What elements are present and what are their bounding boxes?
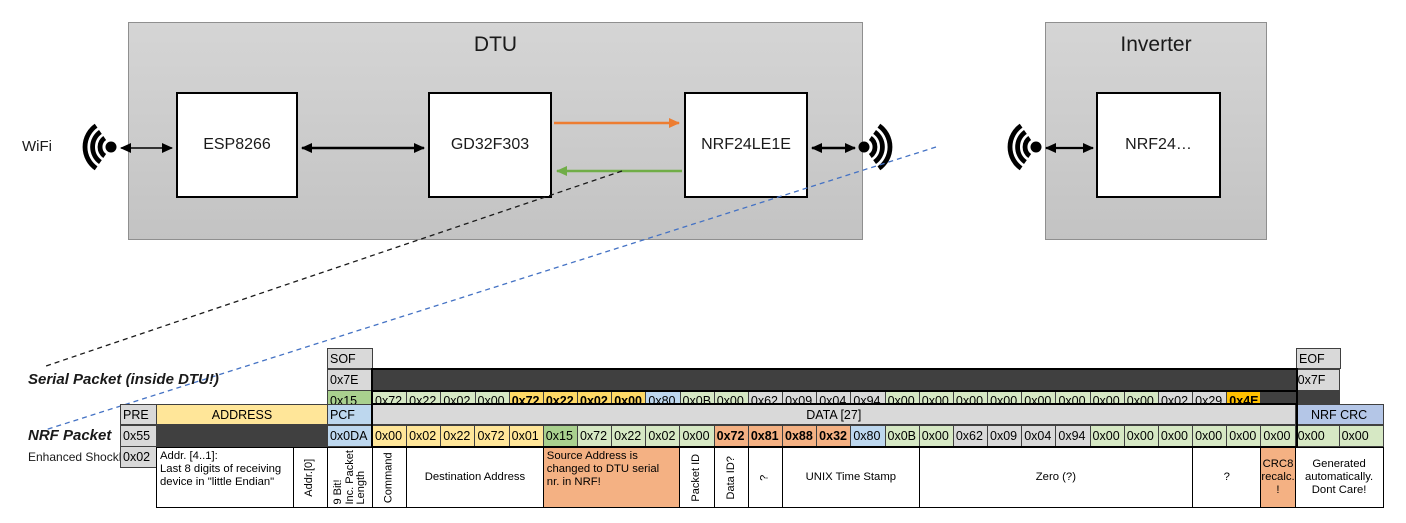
pcf-note-text: 9 Bit! Inc. Packet Length: [331, 450, 367, 505]
serial-eof-header: EOF: [1296, 348, 1341, 369]
destination-address-note: Destination Address: [407, 448, 543, 507]
left-connector-line: [371, 390, 373, 405]
inverter-nrf24-label: NRF24…: [1125, 136, 1192, 153]
inverter-title: Inverter: [1120, 33, 1192, 56]
serial-packet-label: Serial Packet (inside DTU!): [28, 371, 219, 388]
serial-packet-pointer-line: [45, 170, 623, 367]
nrf24le1e-box: NRF24LE1E: [684, 92, 808, 198]
nrf-byte-cell: 0x80: [851, 426, 885, 446]
zero-note-text: Zero (?): [1035, 471, 1076, 484]
data-id-note: Data ID?: [714, 448, 748, 507]
address-byte-cell: 0x72: [475, 426, 509, 446]
wifi-antenna-icon: [1010, 126, 1041, 169]
addr-4-1-note-text: Addr. [4..1]: Last 8 digits of receiving…: [160, 450, 282, 488]
command-note-text: Command: [382, 452, 395, 503]
nrf-byte-cell: 0x62: [953, 426, 988, 446]
source-address-note-text: Source Address is changed to DTU serial …: [546, 450, 660, 488]
nrf-byte-cell: 0x02: [646, 426, 680, 446]
inverter-container-box: Inverter: [1045, 22, 1267, 240]
unix-timestamp-note: UNIX Time Stamp: [783, 448, 919, 507]
pre-value-cell: 0x55: [121, 426, 156, 446]
nrf-byte-cell: 0x0B: [885, 426, 919, 446]
address-byte-cell: 0x02: [407, 426, 441, 446]
unknown-2-note: ?: [1193, 448, 1261, 507]
data-id-note-text: Data ID?: [724, 455, 737, 500]
right-connector-line: [1296, 390, 1298, 405]
nrf-crc-header-cell: NRF CRC: [1295, 405, 1383, 424]
gd32f303-box: GD32F303: [428, 92, 552, 198]
destination-address-note-text: Destination Address: [424, 471, 526, 484]
nrf-byte-cell: 0x09: [988, 426, 1022, 446]
nrf-byte-cell: 0x15: [543, 426, 577, 446]
nrf-annotation-row: Addr. [4..1]: Last 8 digits of receiving…: [156, 447, 1384, 508]
unknown-2-note-text: ?: [1223, 471, 1230, 484]
nrf-byte-cell: 0x00: [1261, 426, 1295, 446]
source-address-note: Source Address is changed to DTU serial …: [543, 448, 680, 507]
addr-0-note-text: Addr.[0]: [303, 458, 316, 497]
nrf-byte-cell: 0x72: [714, 426, 748, 446]
nrf-byte-cell: 0x04: [1022, 426, 1056, 446]
crc8-note: CRC8 recalc. !: [1261, 448, 1295, 507]
sof-value-cell: 0x7E: [328, 370, 372, 390]
zero-note: Zero (?): [919, 448, 1193, 507]
unix-timestamp-note-text: UNIX Time Stamp: [805, 471, 897, 484]
nrf-byte-cell: 0x00: [1090, 426, 1124, 446]
pcf-note: 9 Bit! Inc. Packet Length: [327, 448, 372, 507]
nrf-byte-cell: 0x81: [748, 426, 782, 446]
esp8266-box: ESP8266: [176, 92, 298, 198]
addr-4-1-note: Addr. [4..1]: Last 8 digits of receiving…: [157, 448, 293, 507]
nrf-byte-cell: 0x00: [1339, 426, 1383, 446]
address-byte-cell: 0x01: [509, 426, 543, 446]
nrf-crc-note-text: Generated automatically. Dont Care!: [1304, 458, 1374, 496]
nrf-byte-cell: 0x88: [783, 426, 817, 446]
packet-id-note-text: Packet ID: [690, 453, 703, 502]
unknown-1-note-text: ?: [758, 474, 771, 481]
nrf-byte-cell: 0x22: [612, 426, 646, 446]
eof-value-cell: 0x7F: [1295, 370, 1339, 390]
nrf-byte-cell: 0x00: [1124, 426, 1158, 446]
nrf-crc-note: Generated automatically. Dont Care!: [1295, 448, 1383, 507]
nrf-byte-cell: 0x94: [1056, 426, 1090, 446]
nrf-packet-label: NRF Packet: [28, 427, 112, 444]
wifi-antenna-icon: [85, 126, 116, 169]
nrf-byte-cell: 0x00: [1227, 426, 1261, 446]
wifi-label: WiFi: [22, 138, 52, 155]
data-header-cell: DATA [27]: [372, 405, 1295, 424]
addr-0-note: Addr.[0]: [293, 448, 327, 507]
eof-header-cell: EOF: [1297, 349, 1340, 368]
nrf-byte-cell: 0x32: [817, 426, 851, 446]
address-byte-cell: 0x22: [441, 426, 475, 446]
dtu-title: DTU: [473, 33, 518, 56]
serial-sof-header: SOF: [327, 348, 373, 369]
nrf-byte-cell: 0x00: [680, 426, 714, 446]
nrf-byte-cell: 0x00: [1295, 426, 1339, 446]
nrf-byte-cell: 0x00: [919, 426, 953, 446]
nrf-byte-cell: 0x00: [1193, 426, 1227, 446]
wifi-antenna-icon: [859, 126, 890, 169]
nrf-byte-cell: 0x00: [1158, 426, 1193, 446]
address-byte-cell: 0x00: [372, 426, 407, 446]
command-note: Command: [372, 448, 407, 507]
sof-header-cell: SOF: [328, 349, 372, 368]
nrf-byte-cell: 0x72: [577, 426, 612, 446]
esp8266-label: ESP8266: [203, 136, 271, 153]
enhanced-shockburst-label: Enhanced Shockburst: [28, 450, 146, 464]
pre-header-cell: PRE: [121, 405, 156, 424]
pcf-header-cell: PCF: [327, 405, 372, 424]
address-header-cell: ADDRESS: [157, 405, 327, 424]
crc8-note-text: CRC8 recalc. !: [1261, 458, 1295, 496]
packet-id-note: Packet ID: [680, 448, 714, 507]
inverter-nrf24-box: NRF24…: [1096, 92, 1221, 198]
pcf-value-cell: 0x0DA: [327, 426, 372, 446]
unknown-1-note: ?: [748, 448, 782, 507]
nrf24le1e-label: NRF24LE1E: [701, 136, 791, 153]
nrf-byte-cell: 0x02: [121, 447, 156, 467]
nrf-packet-header-row: PRE ADDRESS PCF DATA [27] NRF CRC: [120, 404, 1384, 425]
nrf-packet-pointer-line: [44, 146, 937, 431]
gd32f303-label: GD32F303: [450, 136, 530, 153]
